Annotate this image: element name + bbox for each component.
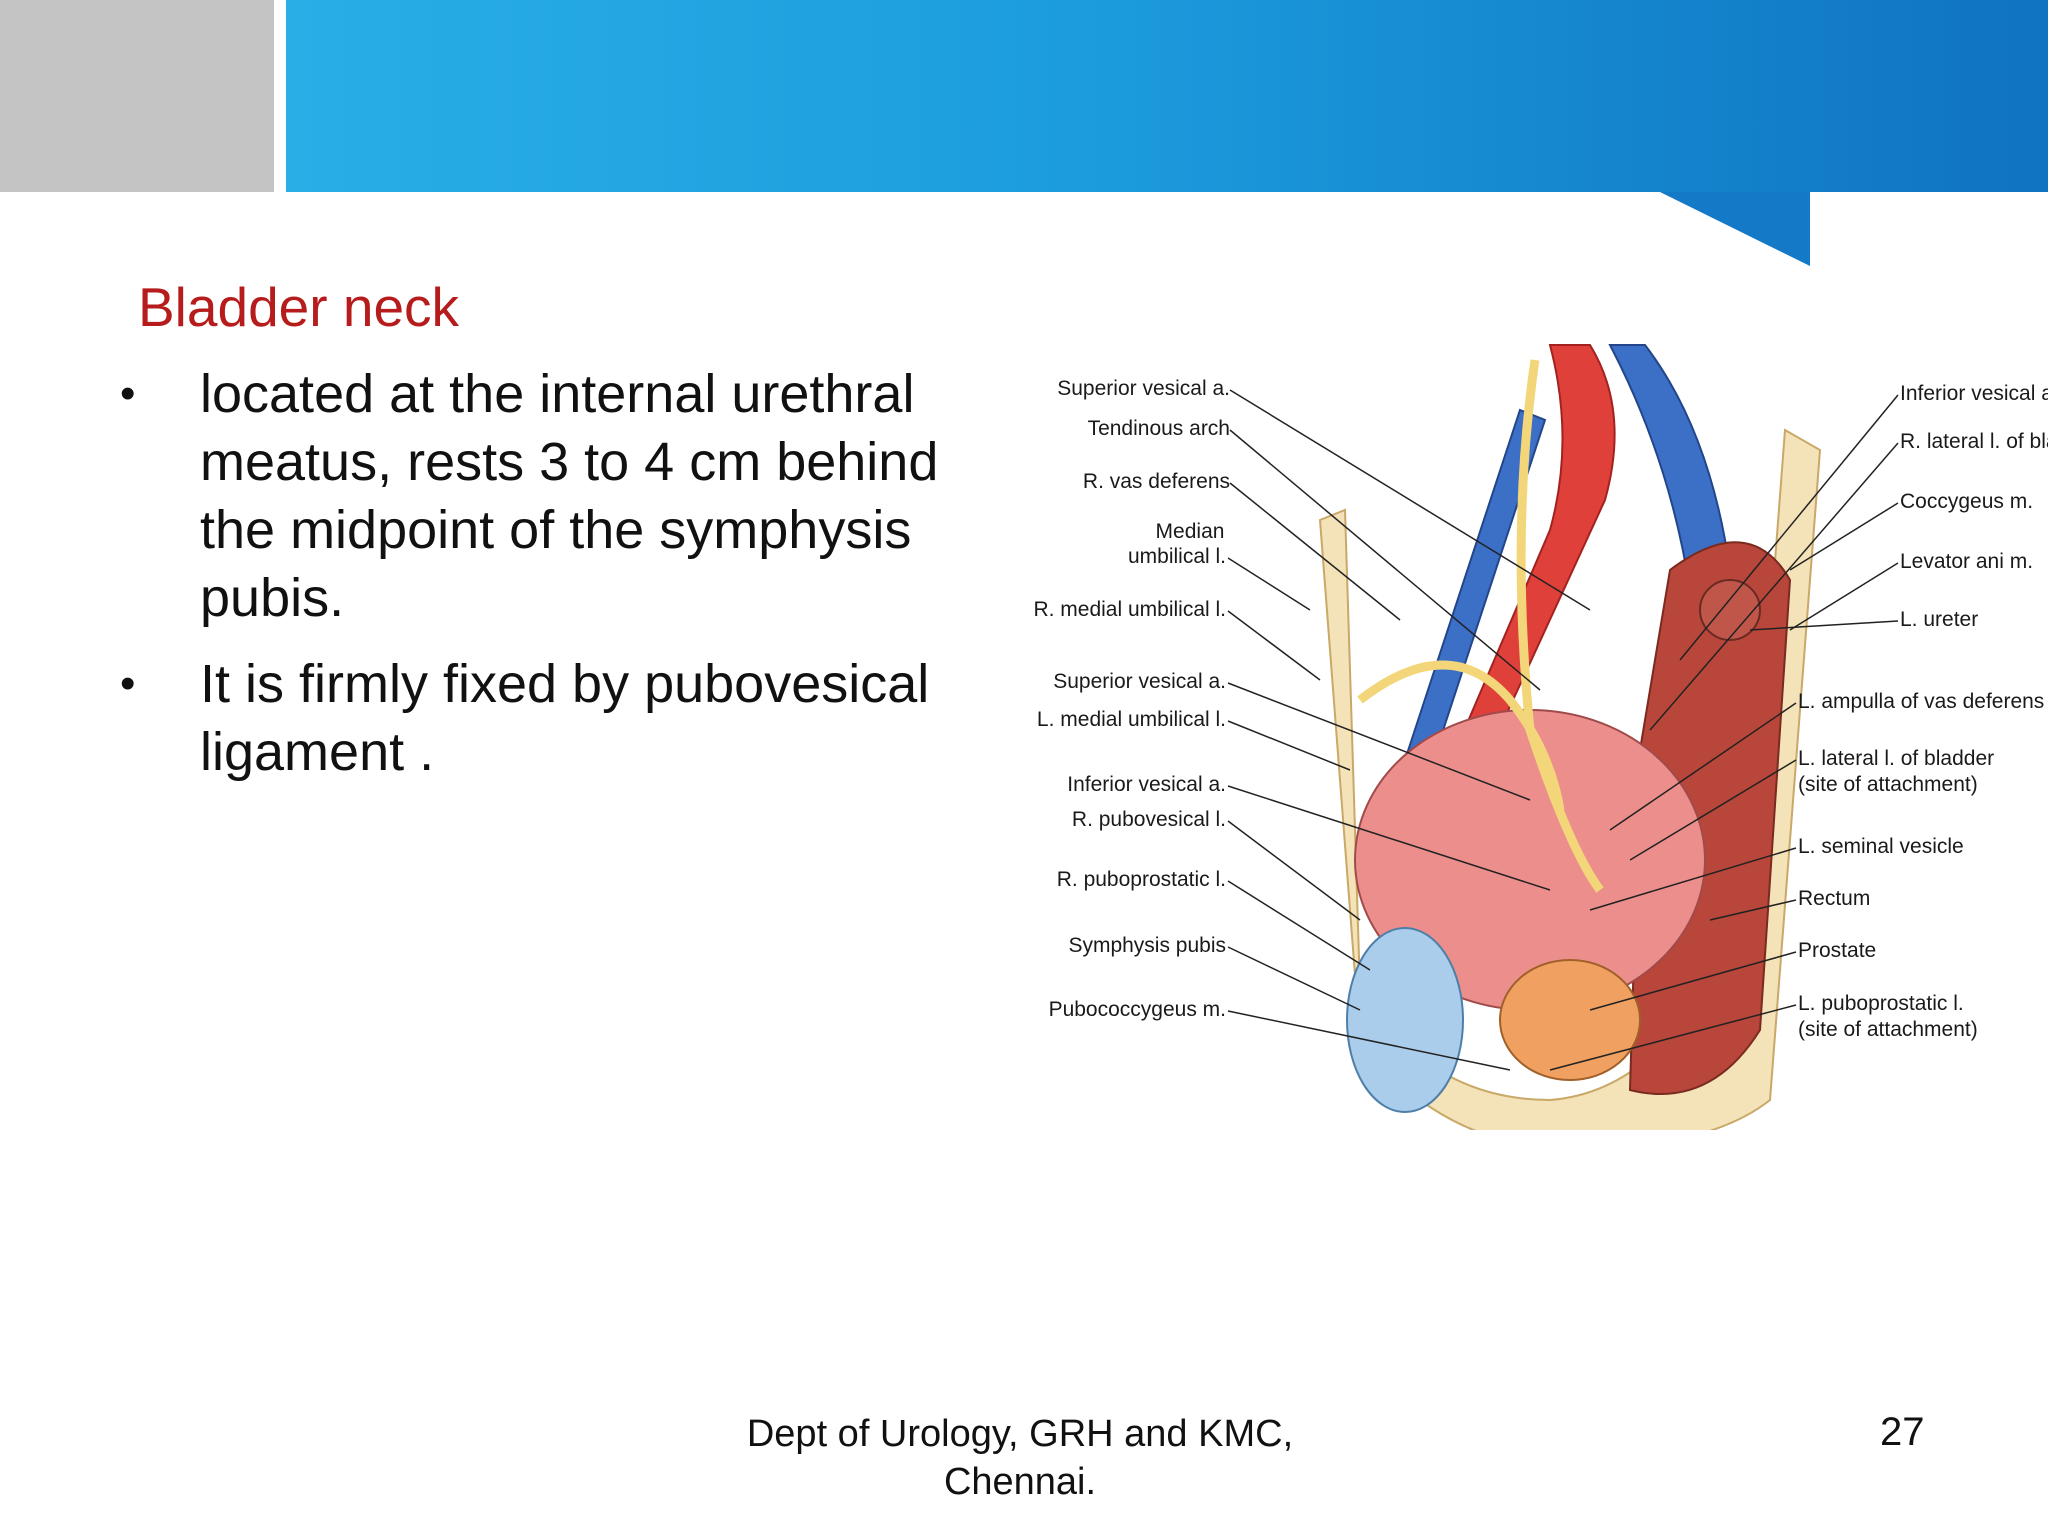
label-r-medial-umbilical-l: R. medial umbilical l.: [1033, 598, 1226, 621]
label-umbilical-l: umbilical l.: [1128, 545, 1226, 568]
label-coccygeus-m: Coccygeus m.: [1900, 490, 2033, 513]
bullet-marker: •: [120, 369, 136, 418]
bullet-list: • located at the internal urethral meatu…: [120, 360, 1000, 804]
label-pubococcygeus-m: Pubococcygeus m.: [1049, 998, 1226, 1021]
left-leader-lines: [1227, 389, 1591, 1071]
label-prostate: Prostate: [1798, 939, 1876, 962]
label-tendinous-arch: Tendinous arch: [1088, 417, 1230, 440]
label-l-lateral-l-of-bladder: L. lateral l. of bladder: [1798, 747, 1994, 770]
muscle-shape: [1628, 541, 1792, 1095]
right-leader-lines: [1549, 394, 1899, 1071]
bullet-text: It is firmly fixed by pubovesical ligame…: [200, 654, 930, 782]
label-l-ureter: L. ureter: [1900, 608, 1978, 631]
header-grey-block: [0, 0, 274, 192]
label-l-puboprostatic-l: L. puboprostatic l.: [1798, 992, 1964, 1015]
slide-title: Bladder neck: [138, 276, 460, 338]
vas-deferens-shape: [1516, 359, 1604, 893]
label-r-puboprostatic-l: R. puboprostatic l.: [1057, 868, 1226, 891]
symphysis-pubis-shape: [1346, 927, 1464, 1113]
bullet-item: • located at the internal urethral meatu…: [120, 360, 1000, 632]
page-number: 27: [1880, 1410, 1925, 1454]
prostate-shape: [1499, 959, 1641, 1081]
label-median: Median: [1156, 520, 1225, 543]
label-l-seminal-vesicle: L. seminal vesicle: [1798, 835, 1964, 858]
footer-line-2: Chennai.: [943, 1461, 1097, 1503]
slide-footer: Dept of Urology, GRH and KMC, Chennai.: [680, 1410, 1360, 1506]
bullet-marker: •: [120, 659, 136, 708]
footer-line-1: Dept of Urology, GRH and KMC,: [746, 1413, 1294, 1455]
pelvic-anatomy-illustration: Superior vesical a. Tendinous arch R. va…: [1033, 344, 2048, 1130]
label-site-of-attachment-1: (site of attachment): [1798, 773, 1978, 796]
ureter-section-shape: [1699, 579, 1761, 641]
label-inferior-vesical-a-right: Inferior vesical a.: [1900, 382, 2048, 405]
label-r-lateral-l-of-bladder: R. lateral l. of bladder: [1900, 430, 2048, 453]
label-levator-ani-m: Levator ani m.: [1900, 550, 2033, 573]
label-rectum: Rectum: [1798, 887, 1870, 910]
slide-header-band: [0, 0, 2048, 266]
anatomy-figure: Superior vesical a. Tendinous arch R. va…: [1030, 330, 2048, 1130]
label-symphysis-pubis: Symphysis pubis: [1068, 934, 1226, 957]
label-l-ampulla-of-vas-deferens: L. ampulla of vas deferens: [1798, 690, 2044, 713]
label-l-medial-umbilical-l: L. medial umbilical l.: [1037, 708, 1226, 731]
label-superior-vesical-a: Superior vesical a.: [1057, 377, 1230, 400]
label-superior-vesical-a-2: Superior vesical a.: [1053, 670, 1226, 693]
header-blue-bar: [286, 0, 2048, 192]
bullet-text: located at the internal urethral meatus,…: [200, 364, 939, 628]
header-flag-shape: [1660, 192, 1810, 266]
label-site-of-attachment-2: (site of attachment): [1798, 1018, 1978, 1041]
vas-deferens-left-shape: [1357, 660, 1565, 811]
label-inferior-vesical-a: Inferior vesical a.: [1067, 773, 1226, 796]
label-r-pubovesical-l: R. pubovesical l.: [1072, 808, 1226, 831]
bullet-item: • It is firmly fixed by pubovesical liga…: [120, 650, 1000, 786]
label-r-vas-deferens: R. vas deferens: [1083, 470, 1230, 493]
